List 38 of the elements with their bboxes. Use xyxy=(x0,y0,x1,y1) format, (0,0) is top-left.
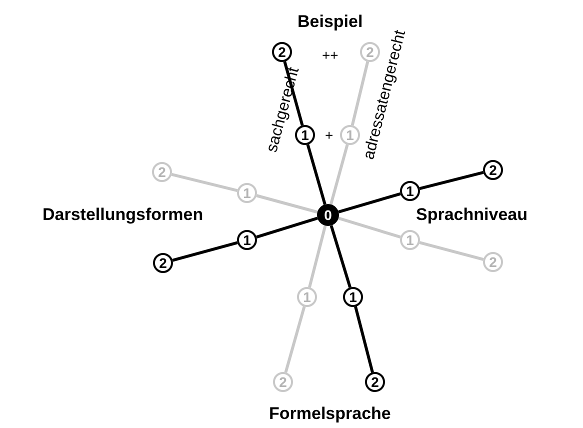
connector-line xyxy=(419,171,484,190)
axis-label: Darstellungsformen xyxy=(42,205,204,225)
level-circle: 1 xyxy=(297,287,317,307)
connector-line xyxy=(256,216,318,238)
connector-line xyxy=(419,241,484,261)
level-circle: 2 xyxy=(483,252,503,272)
level-circle: 2 xyxy=(152,162,172,182)
axis-label: Sprachniveau xyxy=(416,205,528,225)
level-circle: 0 xyxy=(317,204,339,226)
connector-line xyxy=(330,225,352,288)
connector-line xyxy=(350,61,370,126)
level-circle: 2 xyxy=(272,42,292,62)
axis-label: Formelsprache xyxy=(269,404,391,424)
connector-line xyxy=(284,306,306,373)
level-circle: 1 xyxy=(400,230,420,250)
level-circle: 2 xyxy=(273,372,293,392)
heading-text: Beispiel xyxy=(298,12,363,32)
level-circle: 2 xyxy=(483,160,503,180)
level-circle: 1 xyxy=(237,230,257,250)
rating-text: ++ xyxy=(322,47,338,63)
connector-line xyxy=(338,216,401,239)
level-circle: 1 xyxy=(340,125,360,145)
level-circle: 1 xyxy=(237,183,257,203)
connector-line xyxy=(283,61,304,126)
level-circle: 1 xyxy=(295,125,315,145)
rating-text: + xyxy=(325,127,334,143)
connector-line xyxy=(354,306,374,373)
level-circle: 1 xyxy=(343,287,363,307)
level-circle: 1 xyxy=(400,181,420,201)
level-circle: 2 xyxy=(153,253,173,273)
connector-line xyxy=(172,241,238,262)
connector-line xyxy=(329,144,349,205)
connector-line xyxy=(306,144,326,205)
connector-line xyxy=(171,172,238,192)
connector-line xyxy=(338,192,401,214)
connector-line xyxy=(308,225,327,288)
level-circle: 2 xyxy=(365,372,385,392)
connector-line xyxy=(256,194,318,214)
